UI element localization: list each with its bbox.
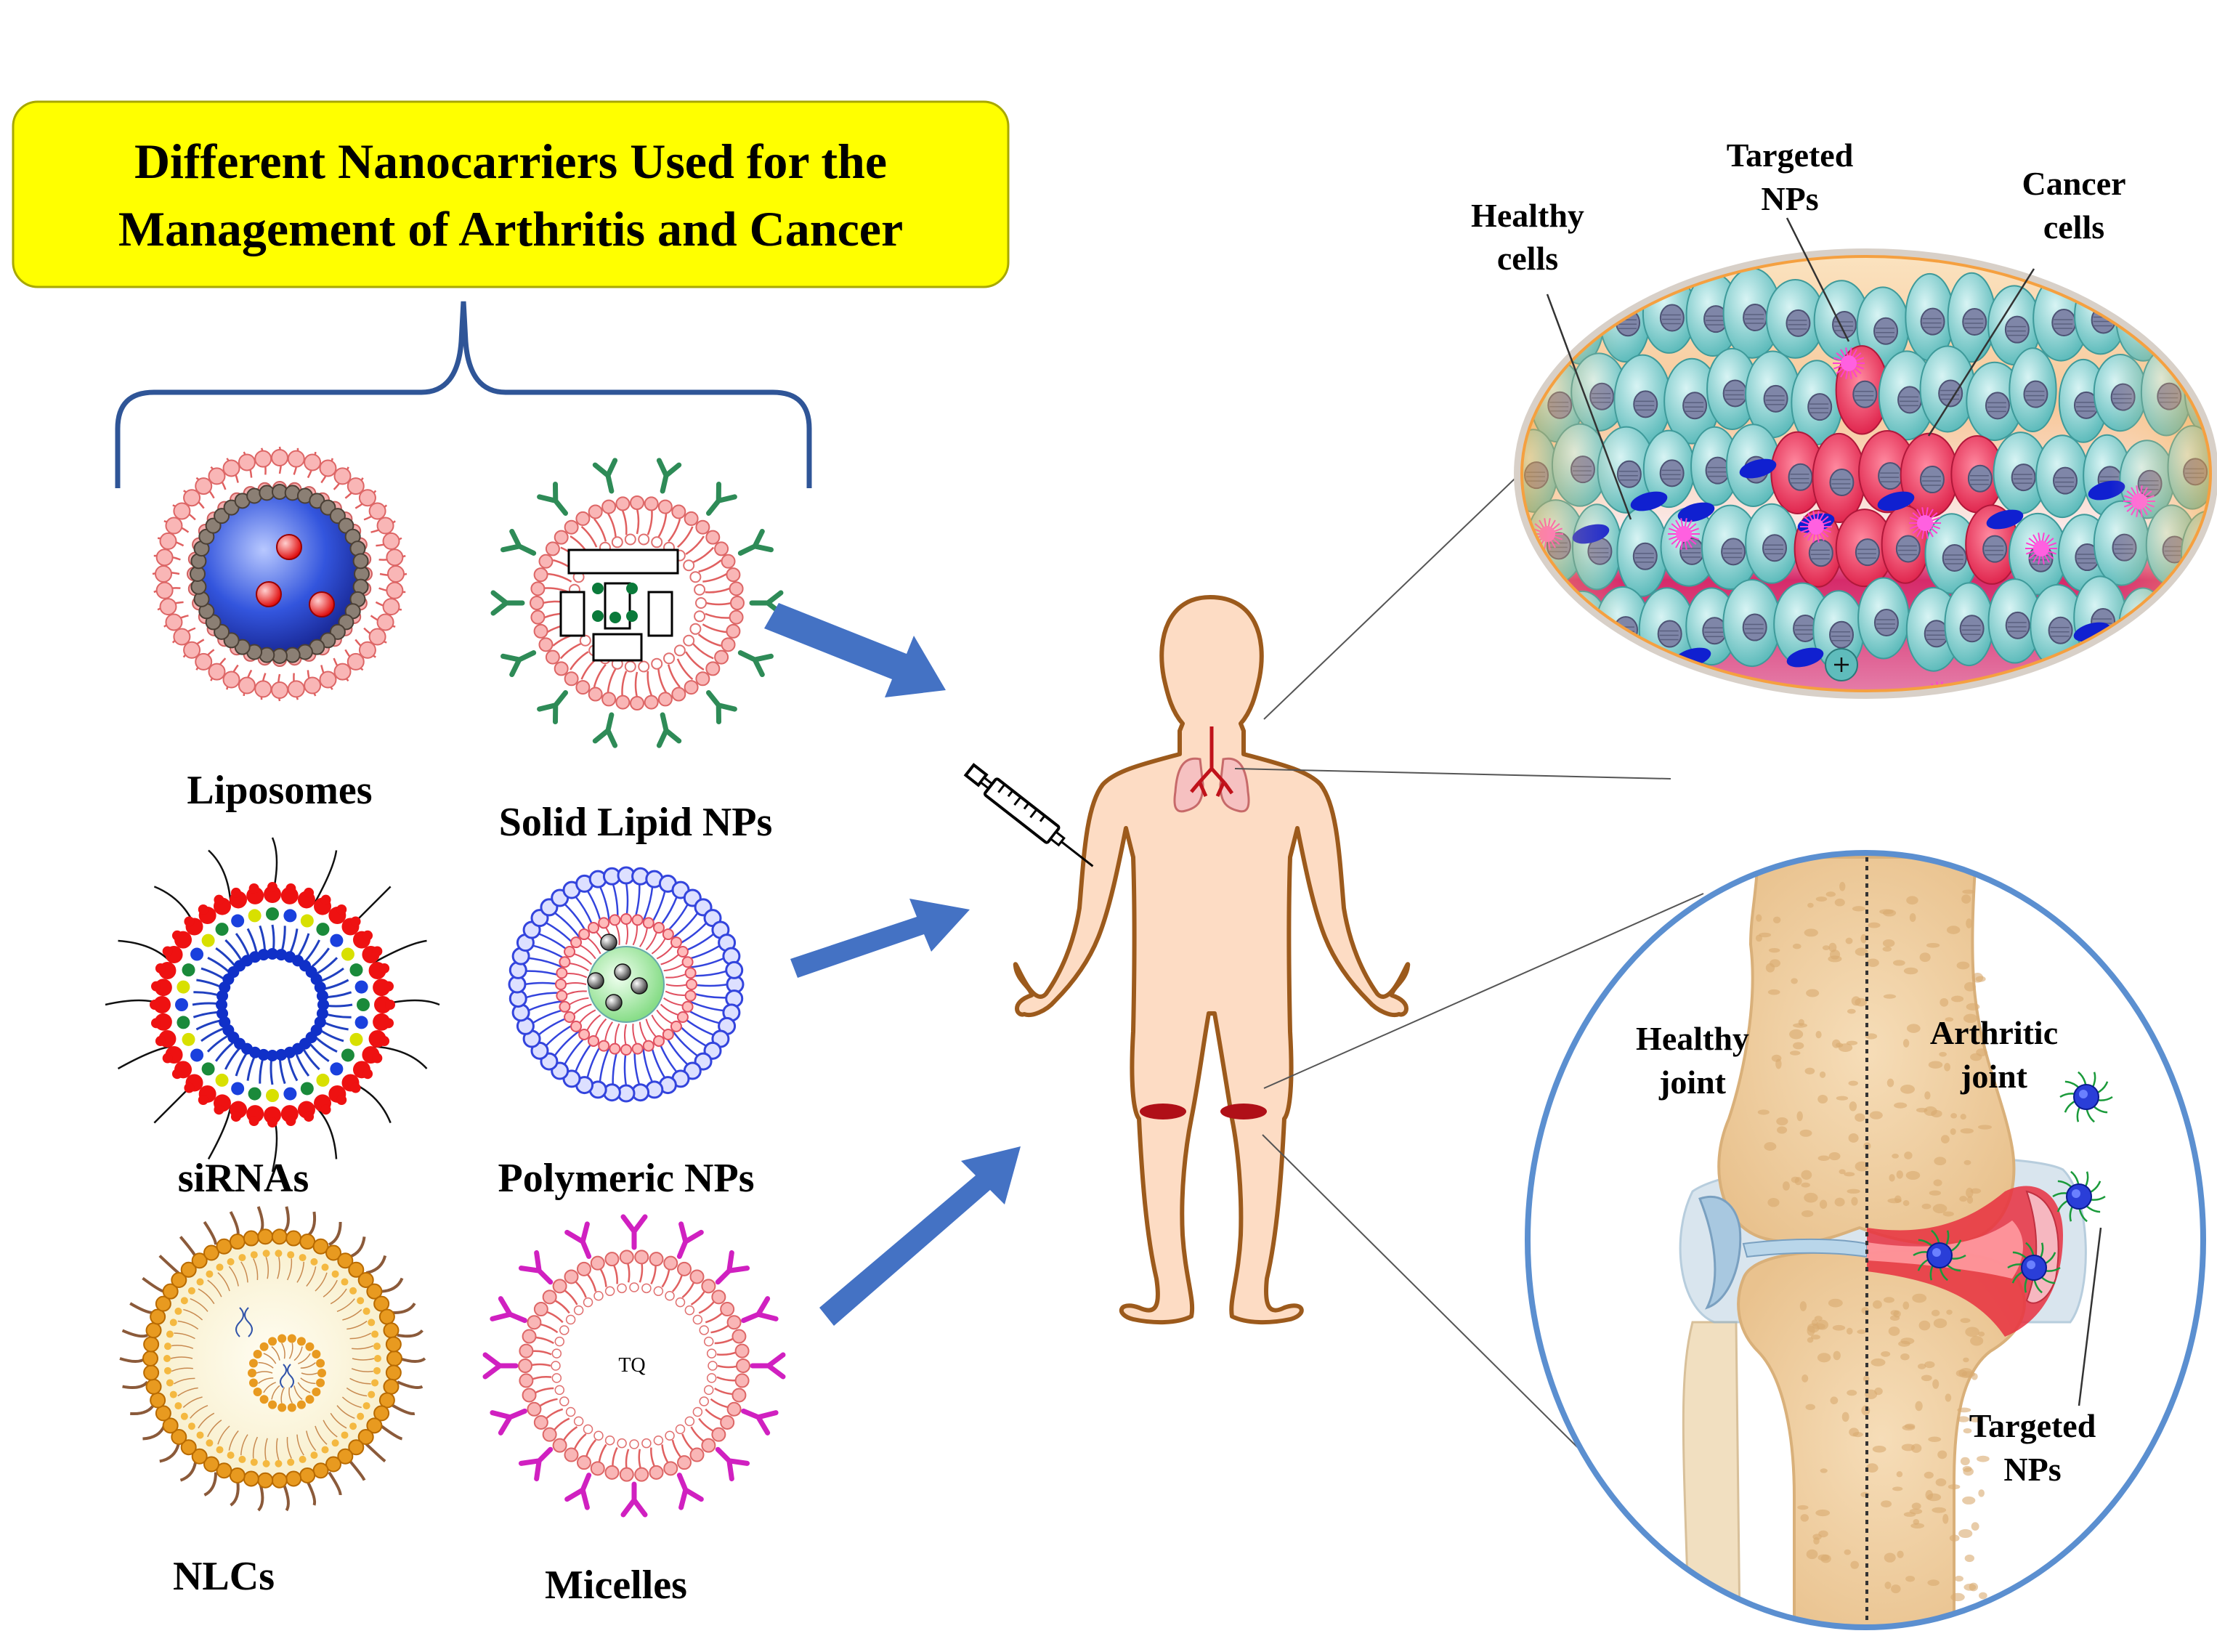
solid-lipid-np-illustration — [490, 458, 784, 748]
label-healthy-joint-1: Healthy — [1636, 1020, 1749, 1057]
sirna-illustration — [105, 837, 440, 1173]
joint-np-pointer — [2078, 1227, 2102, 1406]
label-cancer-cells-2: cells — [2043, 208, 2104, 246]
human-body — [1013, 595, 1411, 1325]
label-arthritic-joint-2: joint — [1960, 1058, 2028, 1095]
title-line-2: Management of Arthritis and Cancer — [118, 201, 903, 256]
title-box: Different Nanocarriers Used for the Mana… — [12, 100, 1010, 288]
label-joint-targeted-nps-1: Targeted — [1969, 1407, 2096, 1444]
label-liposomes: Liposomes — [187, 768, 372, 813]
label-healthy-joint-2: joint — [1658, 1064, 1727, 1101]
label-targeted-nps-2: NPs — [1761, 180, 1818, 217]
label-polymeric-nps: Polymeric NPs — [498, 1156, 755, 1201]
label-healthy-cells-1: Healthy — [1471, 197, 1584, 234]
label-joint-targeted-nps-2: NPs — [2003, 1451, 2061, 1488]
label-solid-lipid-nps: Solid Lipid NPs — [499, 800, 773, 845]
arrows — [764, 603, 1021, 1326]
label-micelles: Micelles — [545, 1563, 687, 1608]
tumor-zoom-ellipse — [1514, 248, 2217, 699]
curly-bracket — [115, 301, 812, 488]
arrow-middle — [790, 899, 970, 978]
label-nlcs: NLCs — [173, 1554, 275, 1599]
syringe-icon — [963, 763, 1094, 867]
tumor-annotation-lines — [1546, 217, 2035, 520]
zoom-connector-lines — [1234, 464, 1704, 1505]
label-sirnas: siRNAs — [178, 1156, 309, 1201]
lungs-icon — [1173, 757, 1250, 813]
label-cancer-cells-1: Cancer — [2022, 165, 2125, 202]
nlc-illustration — [119, 1206, 426, 1512]
polymeric-np-illustration — [508, 866, 745, 1103]
label-targeted-nps-1: Targeted — [1727, 137, 1854, 174]
micelle-illustration — [482, 1214, 786, 1518]
arrow-lower — [819, 1146, 1021, 1326]
liposome-illustration — [152, 446, 408, 702]
joint-zoom-ellipse — [1525, 850, 2206, 1630]
title-line-1: Different Nanocarriers Used for the — [134, 134, 887, 189]
label-arthritic-joint-1: Arthritic — [1930, 1014, 2058, 1051]
label-healthy-cells-2: cells — [1497, 240, 1558, 277]
arrow-upper — [764, 603, 946, 697]
left-knee-marker — [1140, 1104, 1186, 1119]
micelle-core-label: TQ — [618, 1354, 645, 1377]
right-knee-marker — [1220, 1104, 1267, 1119]
